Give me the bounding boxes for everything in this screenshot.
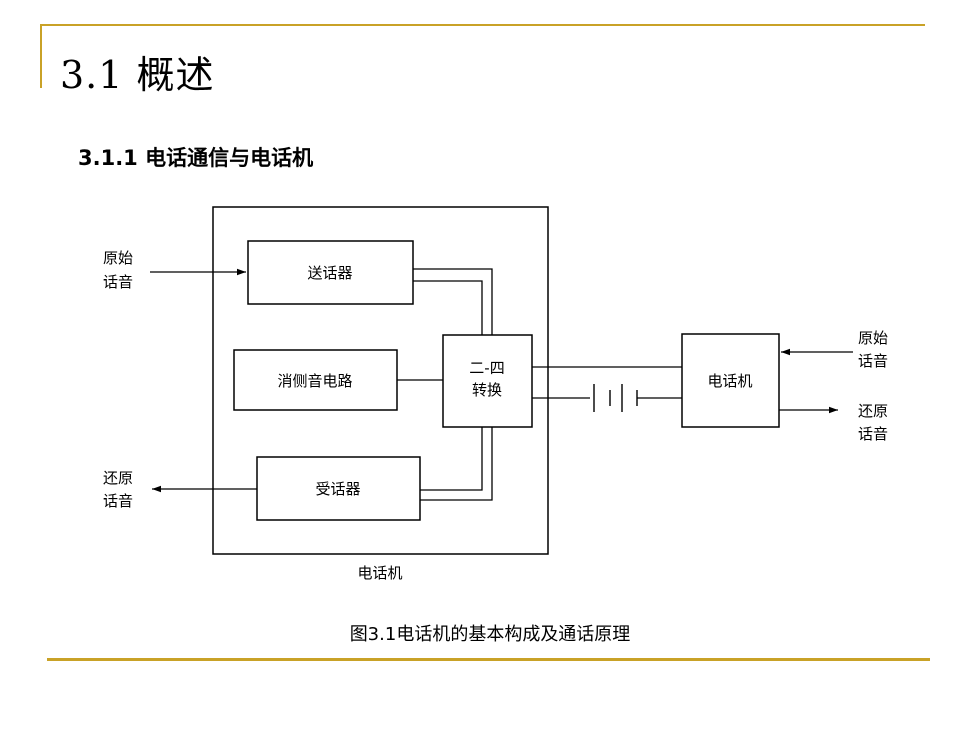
receiver-label: 受话器 bbox=[315, 480, 360, 498]
remote-phone-label: 电话机 bbox=[707, 372, 752, 390]
receiver-wire-outer bbox=[420, 427, 493, 501]
transmitter-label: 送话器 bbox=[307, 264, 352, 282]
hybrid-block bbox=[442, 334, 533, 428]
right-input-label-1: 原始 bbox=[858, 329, 888, 347]
transmitter-wire-outer bbox=[413, 268, 493, 335]
battery-icon bbox=[593, 384, 638, 412]
telephone-enclosure bbox=[212, 206, 549, 555]
receiver-wire-inner bbox=[420, 427, 483, 491]
transmitter-block bbox=[247, 240, 414, 305]
hybrid-label-line1: 二-四 bbox=[469, 359, 504, 377]
right-input-label-2: 话音 bbox=[858, 352, 888, 370]
left-output-label-2: 话音 bbox=[103, 492, 133, 510]
left-input-label-2: 话音 bbox=[103, 273, 133, 291]
hybrid-label-line2: 转换 bbox=[472, 381, 502, 399]
header-rule bbox=[40, 24, 925, 26]
header-side-rule bbox=[40, 24, 42, 88]
footer-rule bbox=[47, 658, 930, 661]
right-output-label-1: 还原 bbox=[858, 402, 888, 420]
slide-title: 3.1 概述 bbox=[60, 53, 215, 97]
sidetone-label: 消侧音电路 bbox=[277, 372, 352, 390]
left-output-label-1: 还原 bbox=[103, 469, 133, 487]
figure-caption: 图3.1电话机的基本构成及通话原理 bbox=[349, 624, 631, 645]
left-input-label-1: 原始 bbox=[103, 249, 133, 267]
transmitter-wire-inner bbox=[413, 280, 483, 335]
telephone-label: 电话机 bbox=[357, 564, 402, 582]
right-output-label-2: 话音 bbox=[858, 425, 888, 443]
remote-phone-block bbox=[681, 333, 780, 428]
slide-subtitle: 3.1.1 电话通信与电话机 bbox=[78, 146, 314, 170]
